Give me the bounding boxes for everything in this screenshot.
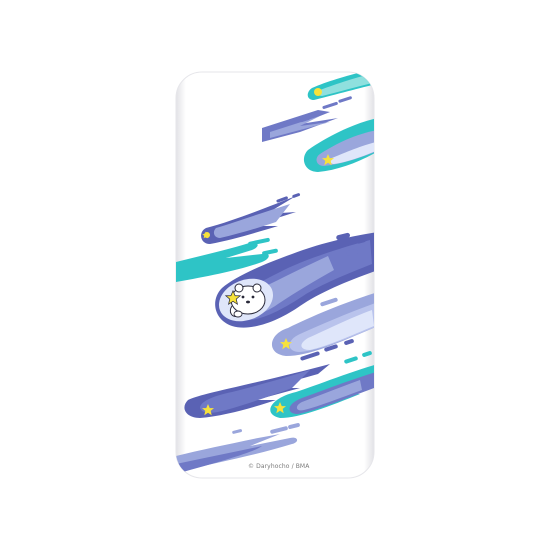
- comet-top-right: [307, 72, 374, 100]
- comet-bottom-streak: [176, 423, 300, 474]
- comet-light-mid: [272, 292, 374, 356]
- comet-upper-streak: [262, 96, 352, 142]
- copyright-text: © Daryhocho / BMA: [248, 463, 310, 470]
- comet-star-upper: [303, 118, 374, 172]
- comet-dashes-mid: [300, 339, 354, 361]
- comet-teal-left: [176, 237, 278, 282]
- comet-mid-left: [201, 193, 301, 244]
- comet-lower-dark: [184, 364, 330, 418]
- comet-artwork: [176, 72, 374, 474]
- comet-polar-bear: [215, 232, 374, 328]
- star-icon: [224, 289, 242, 306]
- comet-teal-lower: [270, 351, 374, 418]
